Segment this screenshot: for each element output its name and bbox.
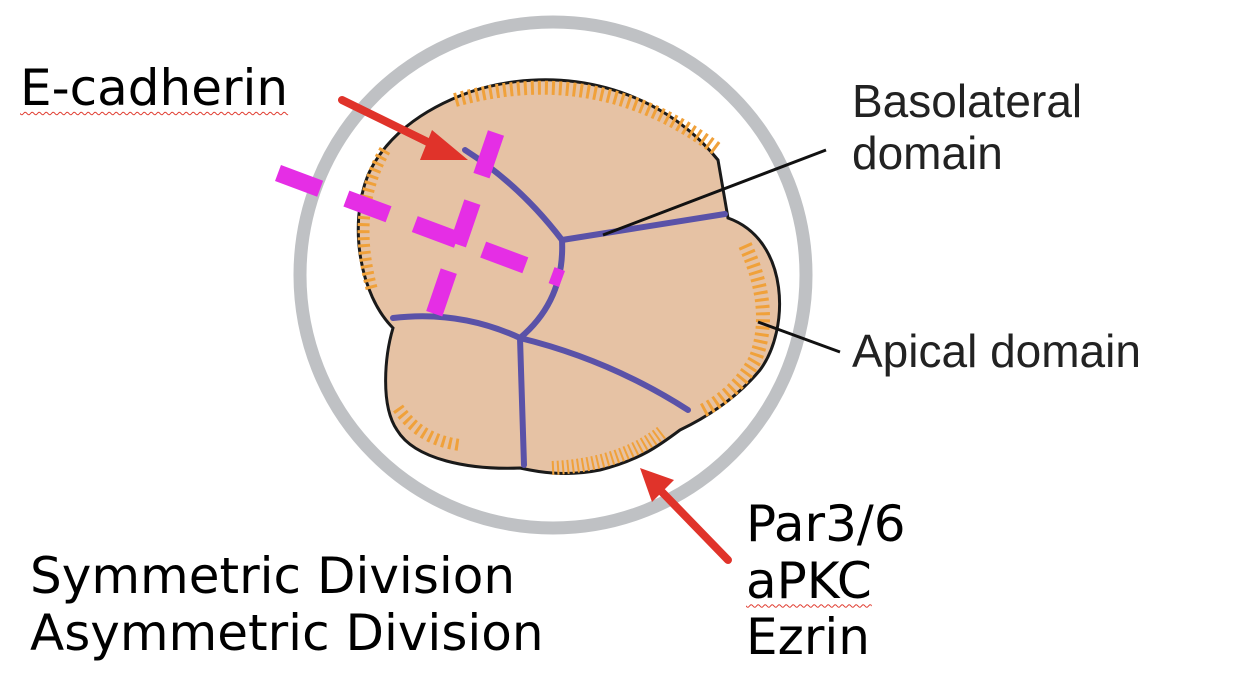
junction-5 [517, 335, 691, 413]
microvilli-bottom [551, 426, 667, 475]
polarity-arrow [640, 468, 732, 564]
division-plane-long [275, 165, 565, 287]
division-plane-short [419, 130, 505, 335]
microvilli-top [453, 80, 723, 156]
division-planes [275, 130, 565, 335]
e-cadherin-arrow [338, 96, 468, 160]
apical-label: Apical domain [852, 325, 1141, 377]
cell-junctions [390, 147, 728, 468]
polarity-label-line1: Par3/6 [746, 495, 906, 553]
basolateral-leader-line [602, 148, 827, 237]
apical-leader-line [757, 320, 841, 354]
cell-mass [356, 78, 782, 475]
microvilli [357, 80, 770, 475]
junction-3 [517, 237, 566, 341]
microvilli-right [696, 242, 770, 419]
zona-ring [293, 15, 813, 535]
polarity-label-line3: Ezrin [746, 608, 870, 666]
division-label-line1: Symmetric Division [30, 547, 516, 605]
basolateral-label: Basolateral domain [852, 75, 1083, 180]
microvilli-left [357, 146, 391, 292]
division-types-label: Symmetric Division Asymmetric Division [30, 548, 544, 661]
basolateral-label-line2: domain [852, 126, 1003, 179]
polarity-label-line2: aPKC [746, 551, 872, 610]
polarity-proteins-label: Par3/6 aPKC Ezrin [746, 496, 906, 666]
division-label-line2: Asymmetric Division [30, 603, 544, 662]
junction-4 [390, 313, 523, 341]
e-cadherin-label: E-cadherin [20, 59, 289, 117]
junction-2 [559, 211, 728, 243]
microvilli-bottom-left [393, 404, 461, 451]
junction-1 [462, 147, 565, 243]
junction-6 [517, 335, 527, 468]
basolateral-label-line1: Basolateral [852, 75, 1083, 127]
